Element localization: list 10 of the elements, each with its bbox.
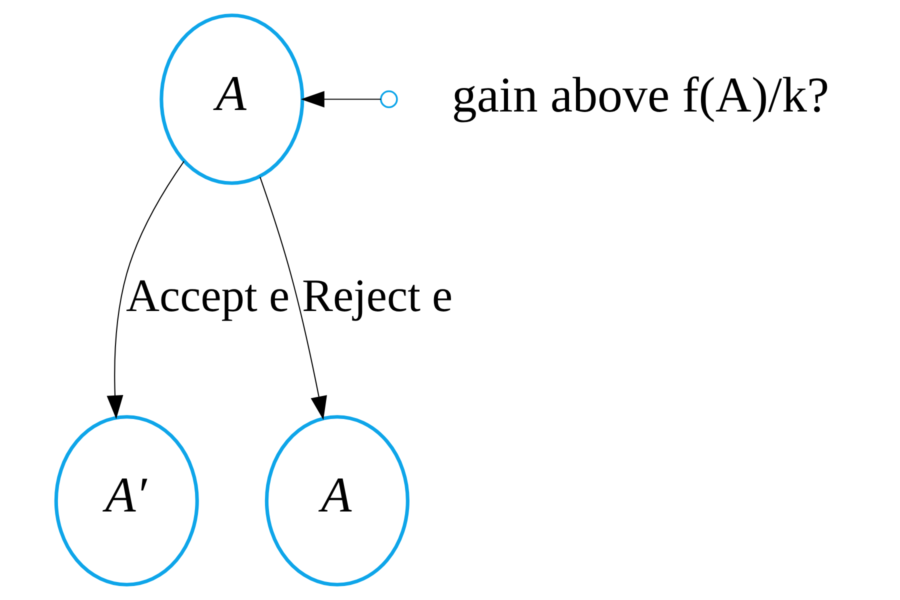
node-ellipse: A: [264, 415, 409, 586]
node-ellipse: A: [159, 14, 304, 185]
edge-label: Reject e: [302, 271, 452, 322]
label: gain above f(A)/k?: [451, 66, 829, 123]
edge-label: Accept e: [126, 271, 290, 322]
arrow: [300, 91, 380, 108]
node-circle: [380, 90, 398, 108]
node-ellipse: A′: [54, 415, 198, 586]
arrow: [259, 176, 326, 420]
arrow: [106, 160, 184, 420]
